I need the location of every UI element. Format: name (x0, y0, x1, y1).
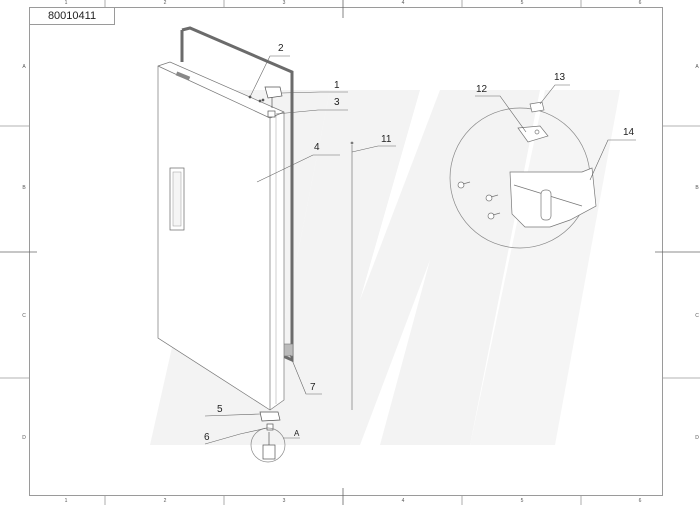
callout-14: 14 (623, 127, 635, 138)
grid-row-c: C (22, 313, 26, 319)
drawing-frame (29, 7, 663, 496)
callout-11: 11 (381, 134, 392, 145)
callout-2: 2 (278, 43, 284, 54)
grid-col-4: 4 (401, 0, 405, 6)
callout-13: 13 (554, 72, 566, 83)
grid-col-3-bottom: 3 (282, 498, 286, 504)
grid-row-d-right: D (695, 435, 699, 441)
detail-a-view (449, 101, 597, 249)
grid-col-1: 1 (64, 0, 68, 6)
grid-row-b: B (22, 185, 26, 191)
callout-7: 7 (310, 382, 316, 393)
door-panel (157, 61, 285, 411)
callout-3: 3 (334, 97, 340, 108)
grid-col-4-bottom: 4 (401, 498, 405, 504)
callout-12: 12 (476, 84, 488, 95)
callout-5: 5 (217, 404, 223, 415)
bottom-hinge-parts (250, 411, 286, 463)
top-hinge-parts (248, 86, 283, 118)
grid-row-a: A (22, 64, 26, 70)
grid-col-1-bottom: 1 (64, 498, 68, 504)
part-number: 80010411 (29, 7, 115, 25)
grid-col-6: 6 (638, 0, 642, 6)
grid-col-2-bottom: 2 (163, 498, 167, 504)
grid-row-d: D (22, 435, 26, 441)
detail-a-label: A (294, 429, 300, 438)
callout-4: 4 (314, 142, 320, 153)
grid-row-b-right: B (695, 185, 699, 191)
callout-leaders (204, 55, 636, 445)
grid-col-2: 2 (163, 0, 167, 6)
grid-row-a-right: A (695, 64, 699, 70)
grid-col-5-bottom: 5 (520, 498, 524, 504)
grid-row-c-right: C (695, 313, 699, 319)
grid-col-6-bottom: 6 (638, 498, 642, 504)
rod (350, 141, 354, 410)
grid-col-3: 3 (282, 0, 286, 6)
callout-1: 1 (334, 80, 340, 91)
grid-col-5: 5 (520, 0, 524, 6)
callout-6: 6 (204, 432, 210, 443)
